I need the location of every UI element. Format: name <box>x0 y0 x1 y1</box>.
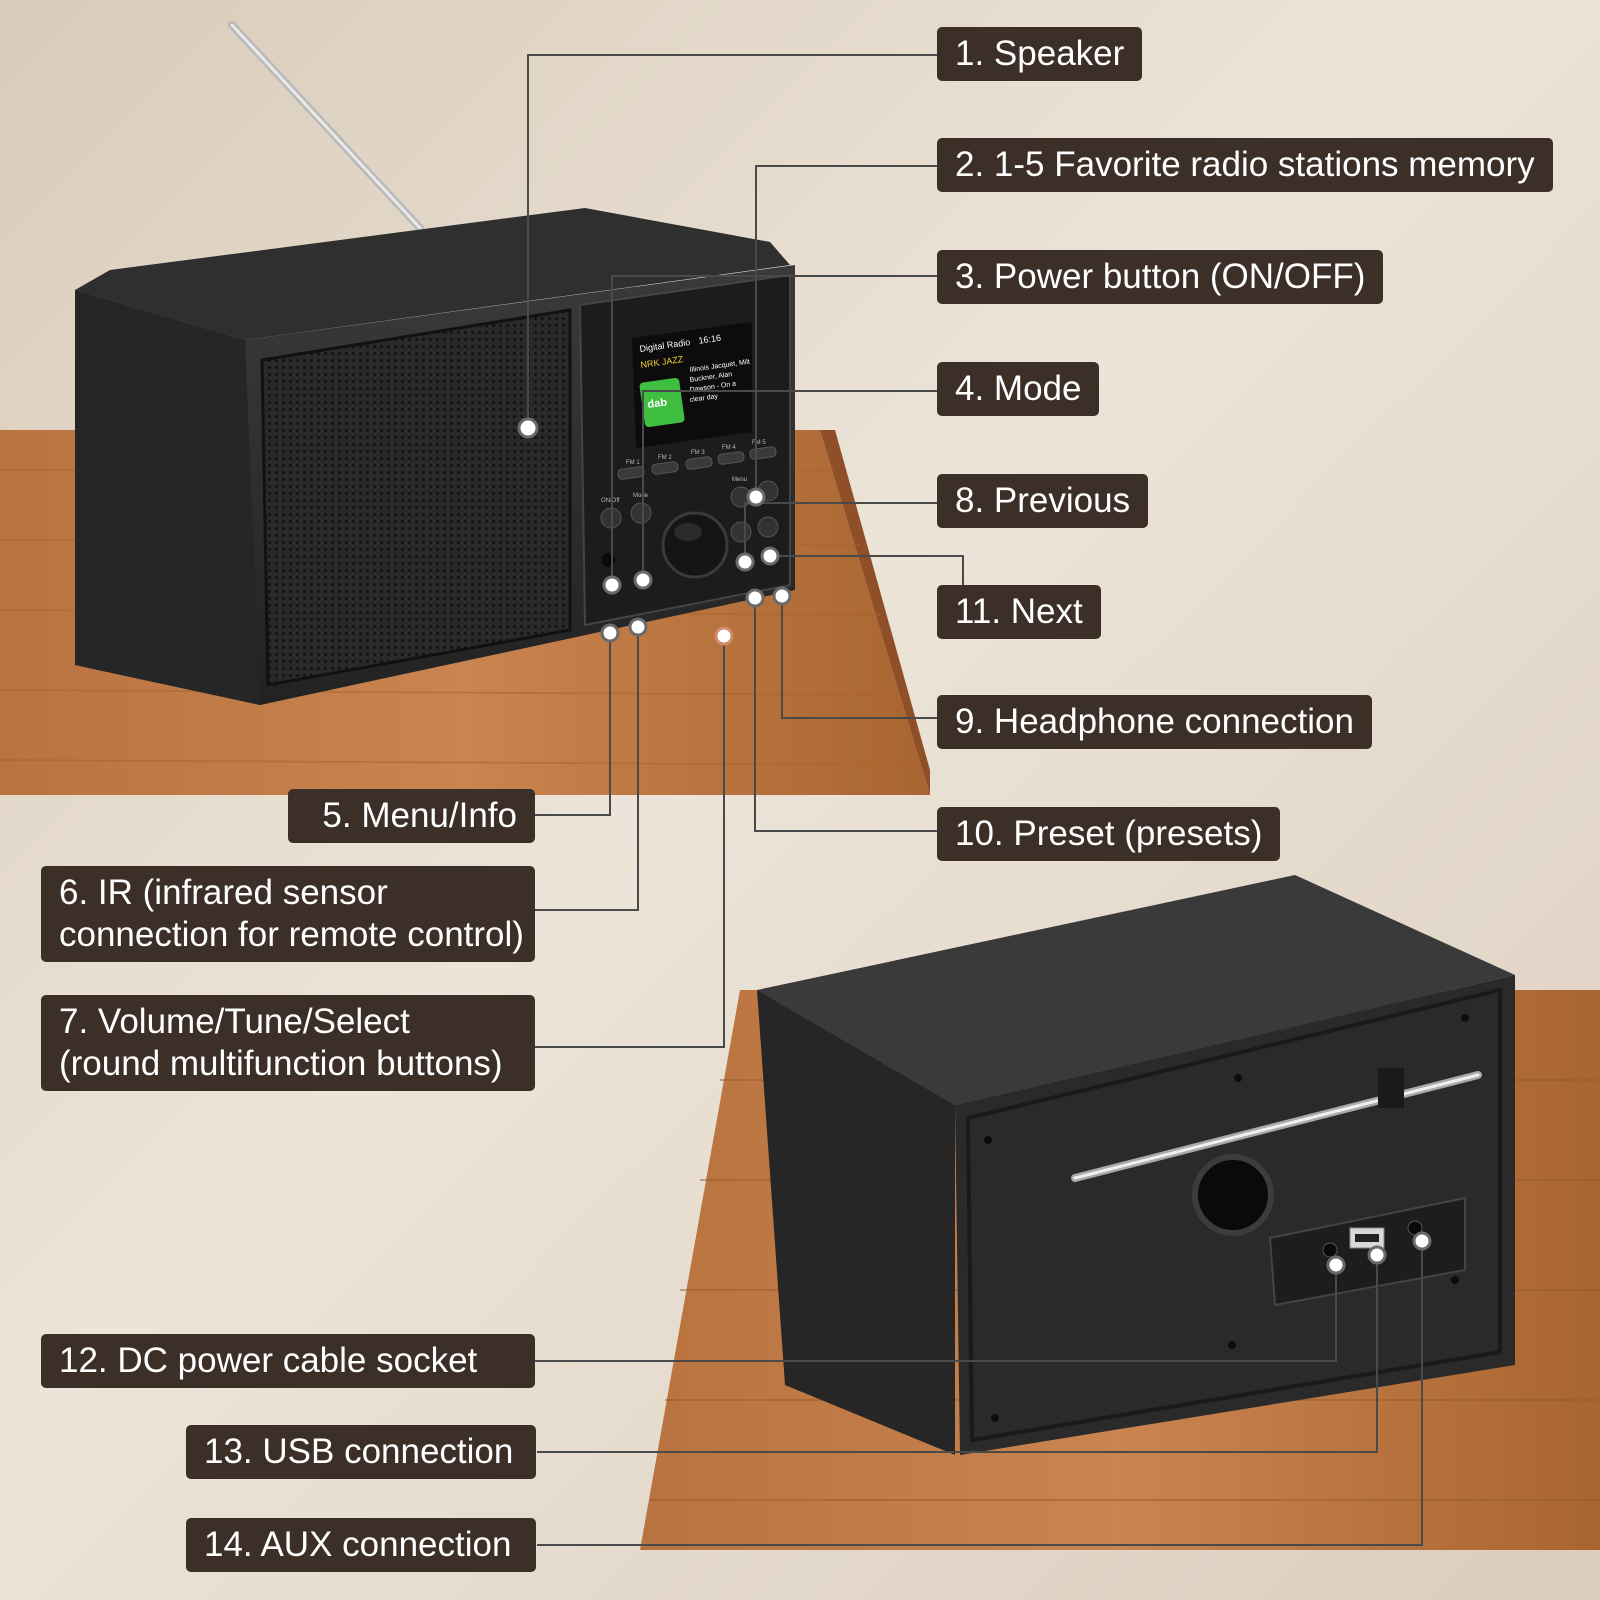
leader-aux <box>537 1241 1423 1546</box>
leader-next <box>770 555 964 588</box>
preset-label-3: FM 3 <box>691 450 705 456</box>
screen-line-4: clear day <box>689 393 719 404</box>
leader-preset <box>754 598 940 832</box>
marker-mode <box>633 570 653 590</box>
bass-port <box>1192 1154 1274 1236</box>
marker-ir <box>628 617 648 637</box>
back-radio-side <box>757 990 955 1455</box>
marker-preset <box>745 588 765 608</box>
label-volume-line-2: (round multifunction buttons) <box>59 1044 503 1083</box>
preset-label-2: FM 2 <box>658 455 672 461</box>
marker-dc <box>1326 1255 1346 1275</box>
label-volume-line-1: 7. Volume/Tune/Select <box>59 1002 410 1041</box>
label-ir-line-1: 6. IR (infrared sensor <box>59 873 388 912</box>
speaker-grill <box>260 308 572 687</box>
leader-volume <box>535 636 725 1048</box>
dc-socket <box>1322 1242 1338 1258</box>
label-mode: 4. Mode <box>937 362 1100 416</box>
preset-button-2[interactable] <box>651 461 679 475</box>
label-power: 3. Power button (ON/OFF) <box>937 250 1384 304</box>
next-button[interactable] <box>757 516 779 538</box>
radio-top <box>75 208 790 340</box>
label-ir: 6. IR (infrared sensor connection for re… <box>41 866 535 962</box>
marker-next <box>760 546 780 566</box>
label-menu-info: 5. Menu/Info <box>288 789 535 843</box>
radio-display: Digital Radio 16:16 NRK JAZZ Illinois Ja… <box>632 322 752 448</box>
dab-logo-text: dab <box>647 396 668 411</box>
label-dc-power: 12. DC power cable socket <box>41 1334 535 1388</box>
antenna-clip <box>1378 1068 1404 1108</box>
previous-button[interactable] <box>730 521 752 543</box>
leader-dc <box>535 1265 1337 1362</box>
marker-power <box>602 575 622 595</box>
back-radio-top <box>757 875 1515 1105</box>
marker-volume <box>714 626 734 646</box>
preset-button-3[interactable] <box>685 456 713 470</box>
leader-usb <box>537 1255 1378 1453</box>
radio-front-view: Digital Radio 16:16 NRK JAZZ Illinois Ja… <box>75 21 795 705</box>
marker-menu <box>600 623 620 643</box>
leader-lines <box>527 54 1423 1546</box>
marker-usb <box>1367 1245 1387 1265</box>
label-preset: 10. Preset (presets) <box>937 807 1281 861</box>
label-next: 11. Next <box>937 585 1101 639</box>
preset-button-4[interactable] <box>717 451 745 465</box>
label-previous: 8. Previous <box>937 474 1149 528</box>
label-speaker: 1. Speaker <box>937 27 1143 81</box>
label-headphone: 9. Headphone connection <box>937 695 1372 749</box>
leader-previous <box>744 502 940 562</box>
leader-mode <box>642 390 940 580</box>
leader-headphone <box>781 596 940 719</box>
radio-back-view <box>757 875 1515 1455</box>
screen-time: 16:16 <box>698 333 722 346</box>
label-favorites: 2. 1-5 Favorite radio stations memory <box>937 138 1553 192</box>
leader-favorites <box>755 165 940 497</box>
leader-power <box>611 275 940 585</box>
leader-menu <box>535 633 611 816</box>
label-aux: 14. AUX connection <box>186 1518 536 1572</box>
marker-speaker <box>517 417 539 439</box>
leader-speaker <box>527 54 940 428</box>
menu-label: Menu <box>732 477 747 483</box>
leader-ir <box>535 627 639 911</box>
mode-button[interactable] <box>630 502 652 524</box>
label-usb: 13. USB connection <box>186 1425 536 1479</box>
mode-label: Mode <box>633 493 649 499</box>
preset-label-5: FM 5 <box>752 440 766 446</box>
volume-knob[interactable] <box>661 511 729 579</box>
marker-favorites <box>746 487 766 507</box>
marker-previous <box>735 552 755 572</box>
preset-label-4: FM 4 <box>722 445 736 451</box>
preset-label-1: FM 1 <box>626 460 640 466</box>
label-volume: 7. Volume/Tune/Select (round multifuncti… <box>41 995 535 1091</box>
callout-markers <box>517 417 1432 1275</box>
marker-headphone <box>772 586 792 606</box>
upper-shelf-edge <box>820 430 930 795</box>
onoff-label: ON/Off <box>601 498 620 504</box>
marker-aux <box>1412 1231 1432 1251</box>
label-ir-line-2: connection for remote control) <box>59 915 524 954</box>
